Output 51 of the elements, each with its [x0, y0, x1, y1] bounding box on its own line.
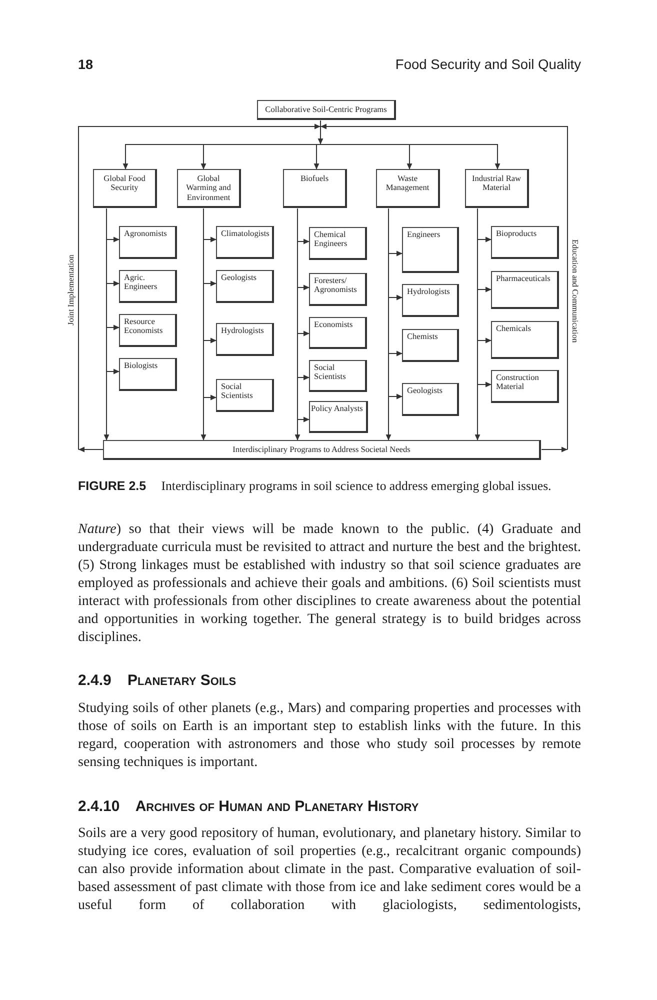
topic-box: Global Food Security: [93, 169, 157, 208]
program-box: Interdisciplinary Programs to Address Societal Needs: [103, 440, 541, 460]
arrow: [200, 208, 206, 441]
discipline-box: Engineers: [402, 227, 459, 273]
topic-box: Global Warming and Environment: [177, 169, 241, 208]
discipline-box: Geologists: [402, 383, 459, 416]
discipline-box: Agric. Engineers: [119, 270, 177, 303]
section-heading: 2.4.9 Planetary Soils: [78, 672, 236, 690]
arrow: [294, 208, 300, 441]
product-box: Bioproducts: [491, 226, 559, 259]
program-box: Collaborative Soil-Centric Programs: [257, 100, 396, 120]
topic-box: Industrial Raw Material: [465, 169, 529, 208]
discipline-box: Social Scientists: [309, 360, 367, 392]
discipline-box: Agronomists: [119, 226, 177, 259]
discipline-box: Biologists: [119, 358, 177, 391]
discipline-box: Chemists: [402, 329, 459, 362]
body-paragraph: Studying soils of other planets (e.g., Mars) and comparing properties and processes with those of soils on Earth is an important step to establish links with the future. In this regard, cooperation with astronomers and those who study soil processes by remote sensing techniques is important.: [78, 700, 581, 772]
product-box: Construction Material: [491, 370, 559, 403]
discipline-box: Hydrologists: [402, 284, 459, 317]
arrow: [78, 446, 104, 452]
discipline-box: Resource Economists: [119, 314, 177, 347]
arrow: [104, 208, 110, 441]
topic-box: Biofuels: [283, 169, 347, 208]
discipline-box: Geologists: [216, 270, 274, 303]
edge-label: Education and Communication: [570, 239, 580, 343]
arrow: [318, 126, 324, 145]
discipline-box: Foresters/ Agronomists: [309, 273, 367, 306]
body-paragraph: Nature) so that their views will be made known to the public. (4) Graduate and undergraduate curricula must be revisited to attract and nurture the best and the brightest. (5) Strong linkages must be established with industry so that soil science graduates are employed as professionals and achieve their goals and ambitions. (6) Soil scientists must interact with professionals from other disciplines to create awareness about the potential and opportunities in working together. The general strategy is to build bridges across disciplines.: [78, 521, 581, 647]
arrow: [320, 144, 500, 170]
discipline-box: Economists: [309, 317, 367, 349]
arrow: [314, 144, 321, 170]
arrow: [474, 208, 480, 441]
discipline-box: Policy Analysts: [309, 401, 368, 433]
arrow: [541, 446, 568, 452]
page-number: 18: [78, 56, 94, 74]
section-heading: 2.4.10 Archives of Human and Planetary History: [78, 798, 419, 816]
discipline-box: Hydrologists: [216, 323, 274, 356]
arrow: [386, 208, 392, 441]
discipline-box: Climatologists: [216, 226, 274, 259]
running-head: Food Security and Soil Quality: [395, 56, 581, 74]
edge-label: Joint Implementation: [66, 254, 76, 326]
connector-line: [320, 120, 321, 127]
arrow: [320, 124, 568, 450]
discipline-box: Chemical Engineers: [309, 227, 367, 260]
product-box: Pharmaceuticals: [491, 271, 559, 309]
figure-caption: FIGURE 2.5 Interdisciplinary programs in soil science to address emerging global issues.: [78, 478, 552, 494]
discipline-box: Social Scientists: [216, 379, 274, 412]
arrow: [78, 124, 321, 450]
body-paragraph: Soils are a very good repository of human, evolutionary, and planetary history. Similar to studying ice cores, evaluation of soil properties (e.g., recalcitrant organic compounds) can also provide information about climate in the past. Comparative evaluation of soil-based assessment of past climate with those from ice and lake sediment cores would be a useful form of collaboration with glaciologists, sedimentologists,: [78, 825, 581, 915]
product-box: Chemicals: [491, 321, 559, 359]
topic-box: Waste Management: [376, 169, 440, 208]
